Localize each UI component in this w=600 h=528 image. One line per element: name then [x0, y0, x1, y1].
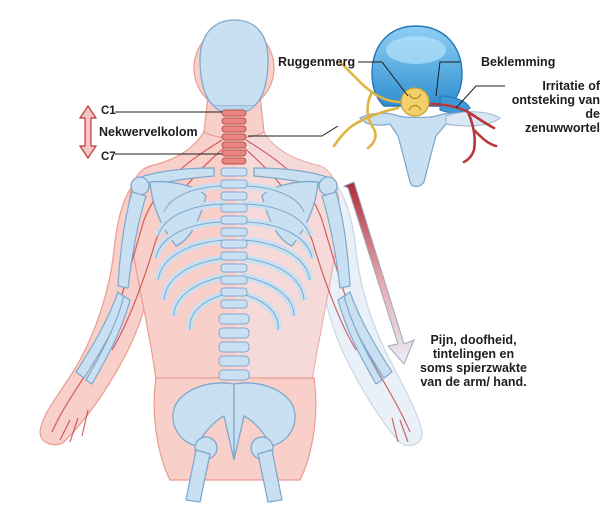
nerve-root-yellow [332, 60, 402, 150]
label-c7: C7 [101, 151, 116, 163]
label-irritation: Irritatie of ontsteking van de zenuwwort… [511, 79, 600, 135]
skull [199, 19, 269, 115]
label-c1: C1 [101, 105, 116, 117]
radiating-pain-arrow [342, 181, 415, 365]
vertebral-arch [359, 112, 480, 188]
spinal-cord [400, 87, 430, 117]
right-humerus [321, 191, 351, 289]
label-spinal-cord: Ruggenmerg [278, 55, 356, 69]
spine [218, 109, 250, 381]
rib-cage [152, 182, 316, 331]
thoracic-lumbar-vertebrae [218, 167, 250, 381]
cervical-indicator [115, 111, 222, 155]
cervical-range-arrow [78, 104, 98, 160]
left-femur [185, 449, 211, 503]
vertebra-inset [332, 25, 505, 188]
arm-bones [75, 191, 393, 385]
nerve-root-irritated [428, 102, 498, 164]
inset-leader-lines [358, 61, 505, 109]
label-symptoms: Pijn, doofheid, tintelingen en soms spie… [420, 333, 527, 389]
cervical-vertebrae [221, 109, 247, 165]
inset-pointer-line [248, 125, 339, 137]
left-humerus [117, 191, 147, 289]
label-impingement: Beklemming [481, 55, 556, 69]
right-femur [257, 449, 283, 503]
pelvis [172, 382, 296, 503]
label-cervical-spine: Nekwervelkolom [99, 125, 198, 139]
